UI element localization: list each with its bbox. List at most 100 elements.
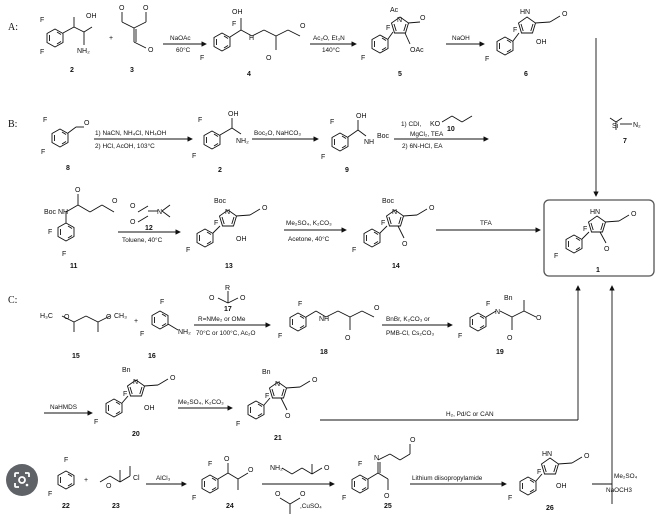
atom-o: O: [410, 437, 416, 444]
atom-o: O: [584, 453, 590, 460]
section-label-b: B:: [8, 119, 17, 130]
compound-4-structure: OH H F F O O: [200, 9, 306, 62]
atom-n: N: [374, 455, 379, 462]
atom-h: H: [249, 35, 254, 42]
condition-r13-top: Me₂SO₄, K₂CO₃: [286, 220, 332, 227]
compound-label-11: 11: [70, 263, 78, 270]
atom-oh: OH: [536, 39, 547, 46]
compound-label-6: 6: [524, 71, 528, 78]
atom-nh: NH: [319, 316, 329, 323]
atom-f: F: [192, 495, 196, 502]
atom-o: O: [64, 314, 70, 321]
atom-hn: HN: [590, 209, 600, 216]
plus-sign: +: [84, 477, 88, 484]
atom-f: F: [358, 461, 362, 468]
atom-o: O: [345, 335, 351, 342]
atom-hn: HN: [520, 9, 530, 16]
compound-label-7: 7: [623, 138, 627, 145]
compound-15-structure: H₃C O O CH₃: [40, 313, 127, 332]
condition-b1-line2: 2) HCl, AcOH, 103°C: [95, 142, 155, 150]
condition-d2-top: Lithium diisopropylamide: [412, 475, 483, 482]
atom-bn: Bn: [504, 295, 513, 302]
atom-bn: Bn: [122, 367, 131, 374]
condition-a2-top: Ac₂O, Et₃N: [313, 35, 345, 42]
plus-sign: +: [134, 318, 138, 325]
atom-o: O: [275, 491, 281, 498]
atom-oh: OH: [86, 13, 97, 20]
section-label-c: C:: [8, 295, 17, 306]
atom-f: F: [352, 247, 356, 254]
atom-f: F: [554, 253, 558, 260]
compound-16-structure: F F NH₂: [140, 299, 191, 338]
atom-o: O: [112, 198, 118, 205]
atom-n: N: [397, 17, 402, 24]
atom-f: F: [192, 153, 196, 160]
atom-f: F: [342, 495, 346, 502]
compound-label-23: 23: [112, 503, 120, 510]
compound-14-structure: Boc N O F F O: [352, 198, 435, 254]
atom-f: F: [160, 299, 164, 306]
atom-f: F: [265, 393, 269, 400]
atom-o: O: [262, 205, 268, 212]
compound-22-structure: F F: [48, 457, 75, 498]
atom-boc: Boc: [214, 198, 227, 205]
atom-f: F: [48, 491, 52, 498]
section-label-a: A:: [8, 22, 18, 33]
compound-23-structure: O Cl: [99, 466, 140, 490]
atom-n: N: [225, 209, 230, 216]
atom-f: F: [321, 154, 325, 161]
atom-f: F: [64, 457, 68, 464]
condition-b3-line2: MgCl₂, TEA: [410, 131, 444, 138]
atom-o: O: [170, 375, 176, 382]
compound-label-20: 20: [132, 431, 140, 438]
atom-f: F: [298, 301, 302, 308]
reagent-10-bond: [451, 115, 463, 123]
atom-f: F: [198, 117, 202, 124]
atom-r: R: [225, 285, 230, 292]
compound-label-9: 9: [345, 167, 349, 174]
atom-o: O: [285, 413, 291, 420]
atom-o: O: [300, 491, 306, 498]
atom-f: F: [458, 333, 462, 340]
atom-nh: NH: [364, 139, 374, 146]
atom-o: O: [507, 335, 513, 342]
compound-label-18: 18: [320, 349, 328, 356]
atom-o: O: [143, 5, 149, 12]
atom-o: O: [266, 55, 272, 62]
atom-n: N: [157, 209, 162, 216]
condition-a1-top: NaOAc: [170, 35, 191, 42]
condition-a3-top: NaOH: [452, 35, 470, 42]
atom-hn: HN: [542, 451, 552, 458]
atom-oh: OH: [556, 483, 567, 490]
atom-o: O: [324, 465, 330, 472]
compound-18-structure: NH F F O O: [278, 301, 380, 342]
atom-ac: Ac: [390, 7, 399, 14]
compound-6-structure: HN OH F F O: [485, 9, 568, 63]
atom-o: O: [130, 219, 136, 226]
atom-o: O: [106, 483, 112, 490]
condition-c1-bottom: 70°C or 100°C, Ac₂O: [196, 329, 255, 337]
atom-f: F: [537, 469, 541, 476]
google-lens-button[interactable]: [6, 464, 38, 496]
atom-f: F: [94, 419, 98, 426]
compound-label-16: 16: [148, 353, 156, 360]
compound-2-structure: F F OH NH₂: [40, 13, 97, 56]
atom-oh: OH: [356, 113, 367, 120]
compound-9-structure: OH NH Boc F F: [321, 113, 390, 161]
compound-20-structure: Bn N OH F F O: [94, 367, 176, 426]
atom-f: F: [200, 55, 204, 62]
condition-c2-bottom: PMB-Cl, Cs₂CO₃: [386, 330, 434, 337]
atom-f: F: [486, 301, 490, 308]
atom-o: O: [429, 205, 435, 212]
compound-label-17: 17: [224, 306, 232, 313]
target-compound-box: [543, 199, 655, 277]
plus-sign: +: [109, 35, 113, 42]
compound-8-structure: F F O: [41, 117, 90, 156]
compound-label-5: 5: [398, 71, 402, 78]
condition-b3-line3: 2) 6N-HCl, EA: [402, 143, 443, 150]
atom-o: O: [209, 295, 215, 302]
compound-label-2-b: 2: [218, 167, 222, 174]
compound-24-structure: F F O O: [192, 456, 254, 502]
compound-25-structure: N F F O O: [342, 437, 416, 502]
